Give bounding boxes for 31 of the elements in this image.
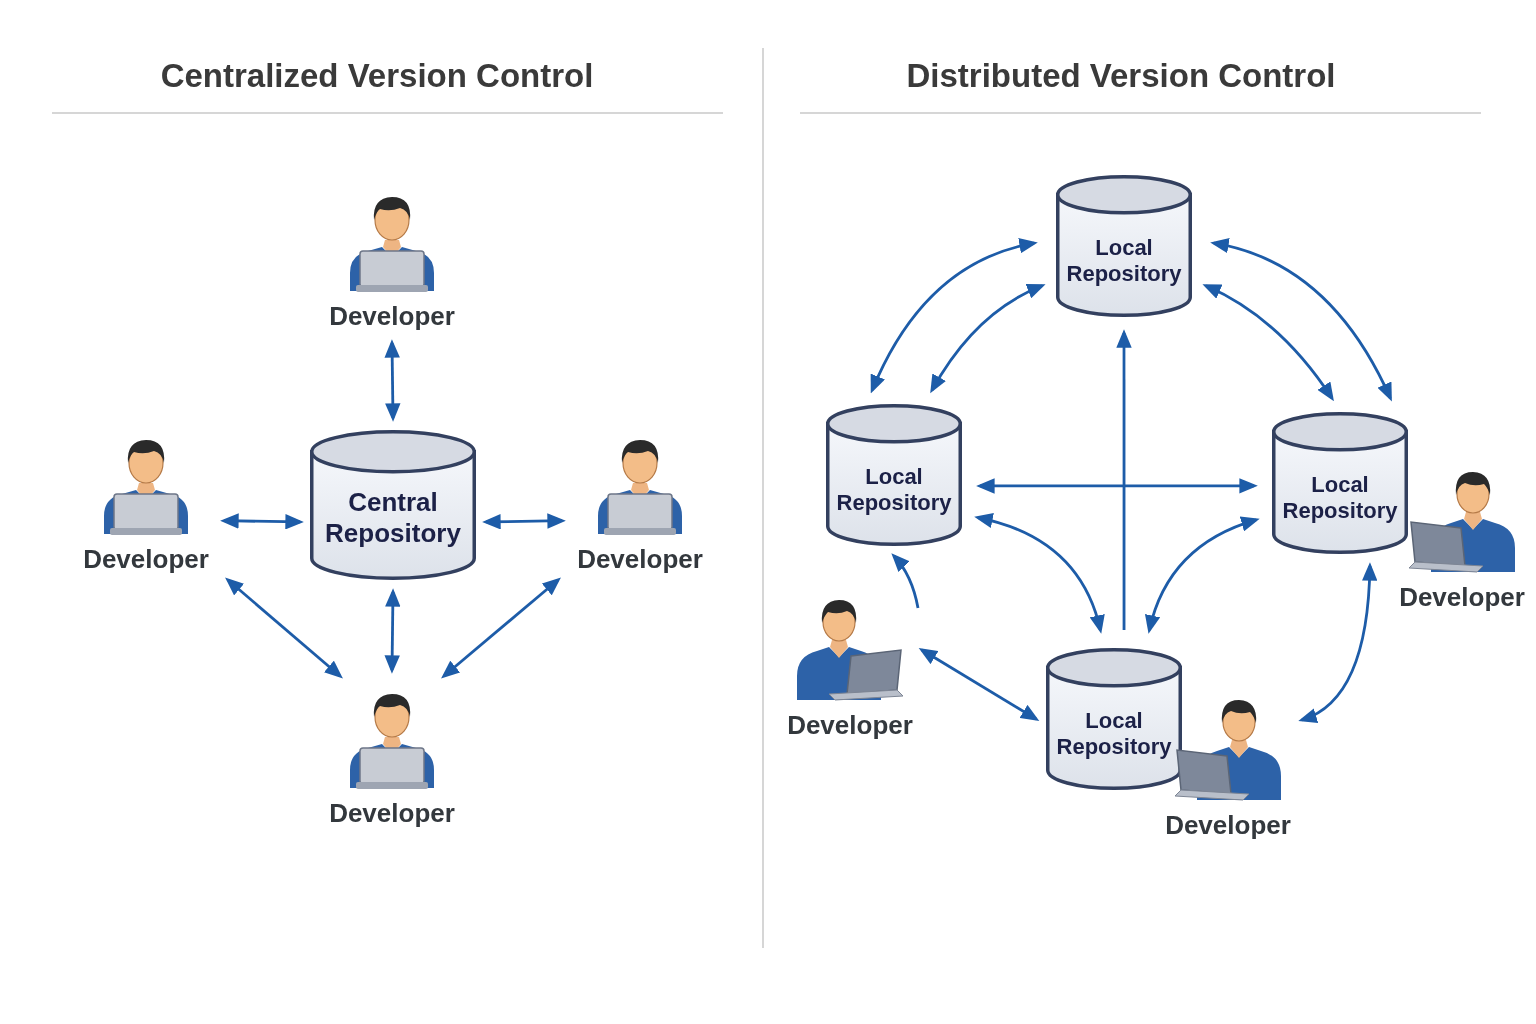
node-label: Developer xyxy=(329,798,455,828)
double-headed-arrow xyxy=(1145,517,1260,634)
node-label: Developer xyxy=(787,710,913,740)
node-label: Developer xyxy=(1165,810,1291,840)
double-headed-arrow xyxy=(976,478,1258,494)
double-headed-arrow xyxy=(441,577,561,679)
double-headed-arrow xyxy=(225,577,343,679)
arrow xyxy=(891,553,920,609)
double-headed-arrow xyxy=(1202,284,1334,402)
node-label: Developer xyxy=(1399,582,1525,612)
double-headed-arrow xyxy=(1210,238,1392,402)
node-label: Developer xyxy=(577,544,703,574)
arrow xyxy=(1116,329,1132,630)
double-headed-arrow xyxy=(220,513,304,530)
node-label: Developer xyxy=(83,544,209,574)
panel-title: Distributed Version Control xyxy=(906,56,1336,96)
double-headed-arrow xyxy=(384,339,401,422)
node-label: Local Repository xyxy=(835,464,953,516)
double-headed-arrow xyxy=(482,513,566,530)
double-headed-arrow xyxy=(974,513,1105,634)
double-headed-arrow xyxy=(918,648,1040,721)
panel-title: Centralized Version Control xyxy=(160,56,594,96)
node-label: Local Repository xyxy=(1281,472,1399,524)
node-label: Developer xyxy=(329,301,455,331)
node-label: Central Repository xyxy=(324,487,462,549)
node-label: Local Repository xyxy=(1065,235,1183,287)
node-label: Local Repository xyxy=(1055,708,1173,760)
double-headed-arrow xyxy=(384,588,401,674)
double-headed-arrow xyxy=(870,238,1038,394)
double-headed-arrow xyxy=(930,284,1046,394)
double-headed-arrow xyxy=(1298,562,1378,722)
